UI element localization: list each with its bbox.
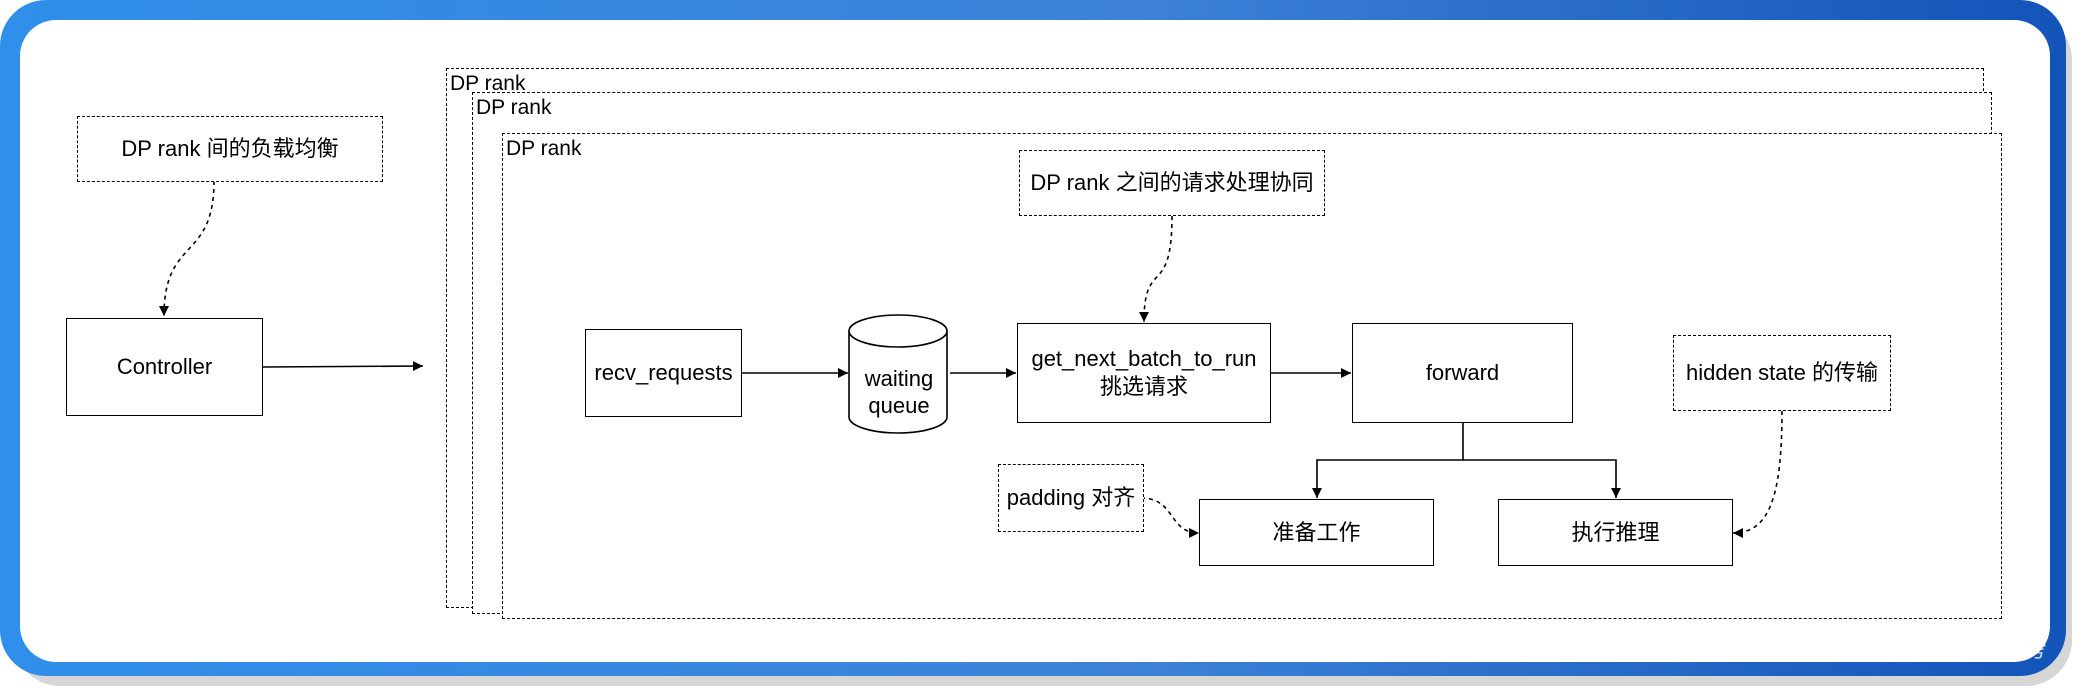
coordination-note: DP rank 之间的请求处理协同 bbox=[1019, 150, 1325, 216]
hidden-state-note-link bbox=[1732, 410, 1783, 538]
dp-rank-label: DP rank bbox=[506, 137, 582, 160]
waiting-queue-cylinder bbox=[848, 314, 948, 434]
get-next-batch-label: get_next_batch_to_run bbox=[1031, 346, 1257, 371]
controller-to-ranks-arrow bbox=[262, 361, 424, 372]
waiting-queue-line1: waiting bbox=[864, 366, 934, 391]
watermark: 锐光的学习和思考 bbox=[1864, 637, 2049, 662]
waiting-queue-label: waiting queue bbox=[849, 365, 949, 419]
padding-note-link bbox=[1140, 497, 1200, 538]
get-next-batch-box: get_next_batch_to_run 挑选请求 bbox=[1017, 323, 1271, 423]
inference-box: 执行推理 bbox=[1498, 499, 1733, 566]
hidden-state-note: hidden state 的传输 bbox=[1673, 335, 1891, 411]
controller-box: Controller bbox=[66, 318, 263, 416]
recv-requests-box: recv_requests bbox=[585, 329, 742, 417]
dp-rank-label: DP rank bbox=[476, 96, 552, 119]
forward-to-inference-arrow bbox=[1463, 459, 1621, 498]
load-balance-note: DP rank 间的负载均衡 bbox=[77, 116, 383, 182]
prepare-box: 准备工作 bbox=[1199, 499, 1434, 566]
dp-rank-label: DP rank bbox=[450, 72, 526, 95]
forward-split-connector bbox=[1312, 422, 1464, 498]
forward-box: forward bbox=[1352, 323, 1573, 423]
waiting-queue-line2: queue bbox=[868, 393, 930, 418]
select-requests-label: 挑选请求 bbox=[1099, 374, 1188, 399]
padding-note: padding 对齐 bbox=[998, 464, 1144, 532]
coordination-note-link bbox=[1139, 215, 1173, 323]
load-balance-note-link bbox=[159, 180, 215, 317]
